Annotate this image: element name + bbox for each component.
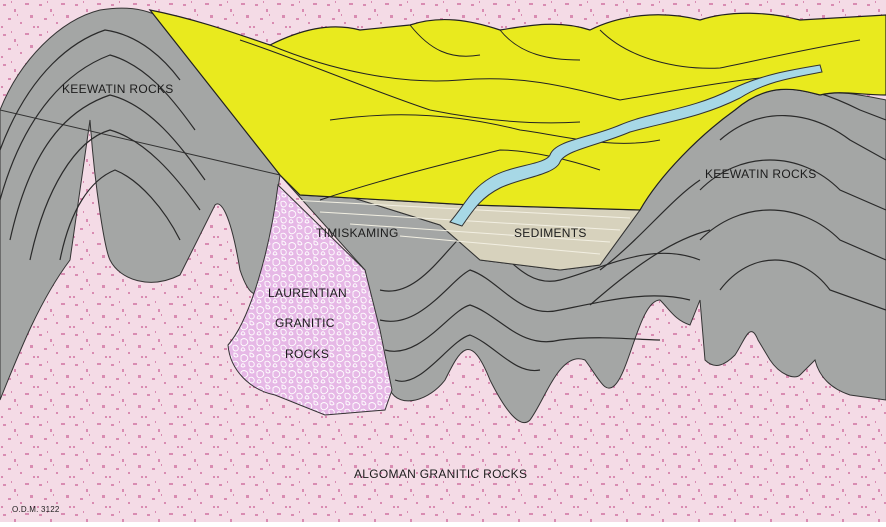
keewatin-left-label: KEEWATIN ROCKS <box>62 82 174 96</box>
figure-code: O.D.M. 3122 <box>12 505 60 514</box>
laurentian-label-line2: GRANITIC <box>275 316 335 330</box>
timiskaming-label: TIMISKAMING <box>316 226 399 240</box>
laurentian-label-line3: ROCKS <box>285 347 329 361</box>
keewatin-right-label: KEEWATIN ROCKS <box>705 167 817 181</box>
laurentian-label-line1: LAURENTIAN <box>268 286 347 300</box>
algoman-label: ALGOMAN GRANITIC ROCKS <box>354 467 527 481</box>
sediments-label: SEDIMENTS <box>514 226 587 240</box>
